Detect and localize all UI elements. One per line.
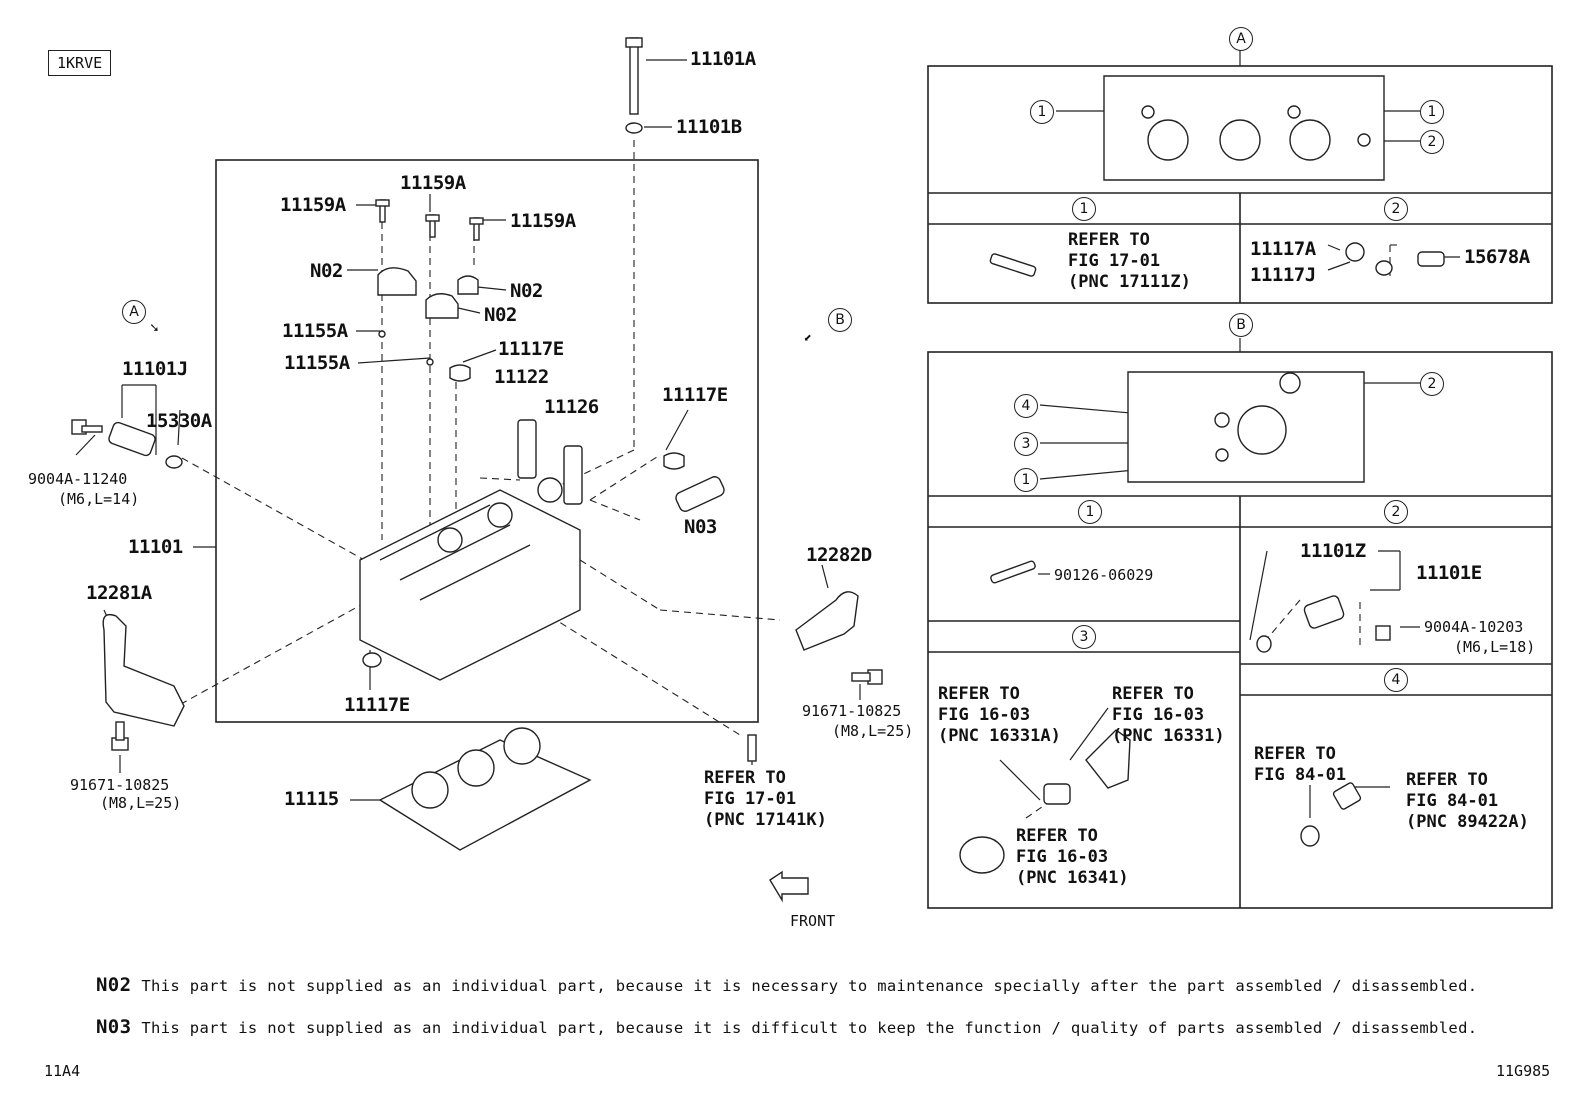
label-n02-mid: N02: [484, 304, 517, 326]
label-n02-left: N02: [310, 260, 343, 282]
front-label: FRONT: [790, 912, 836, 930]
detail-b-marker: B: [1229, 313, 1253, 337]
detail-b-callout-2: 2: [1420, 372, 1444, 396]
detail-a-callout-2: 2: [1420, 130, 1444, 154]
label-15330a: 15330A: [146, 410, 212, 432]
ref-fig-84-01: REFER TO FIG 84-01: [1254, 744, 1347, 785]
detail-a-callout-1-right: 1: [1420, 100, 1444, 124]
detail-a-cell1-number: 1: [1072, 197, 1096, 221]
detail-b-cell2-number: 2: [1384, 500, 1408, 524]
label-11101b: 11101B: [676, 116, 742, 138]
ref-pnc-16341: REFER TO FIG 16-03 (PNC 16341): [1016, 826, 1129, 888]
view-marker-a: A: [122, 300, 146, 324]
detail-a-marker: A: [1229, 27, 1253, 51]
label-11117e-right: 11117E: [662, 384, 728, 406]
label-90126-06029: 90126-06029: [1054, 566, 1154, 584]
label-11126: 11126: [544, 396, 599, 418]
note-n02: N02 This part is not supplied as an indiv…: [96, 974, 1477, 996]
note-n02-text: This part is not supplied as an individu…: [141, 977, 1478, 995]
engine-code-box: 1KRVE: [48, 50, 112, 76]
label-11159a-right: 11159A: [510, 210, 576, 232]
label-91671-10825-right: 91671-10825: [802, 702, 902, 720]
footer-right-code: 11G985: [1496, 1062, 1551, 1080]
detail-b-callout-1: 1: [1014, 468, 1038, 492]
label-n02-right: N02: [510, 280, 543, 302]
label-11155a-top: 11155A: [282, 320, 348, 342]
view-marker-b: B: [828, 308, 852, 332]
detail-a-cell2-number: 2: [1384, 197, 1408, 221]
label-n03: N03: [684, 516, 717, 538]
note-n03-code: N03: [96, 1016, 132, 1038]
label-91671-10825-left-spec: (M8,L=25): [100, 794, 182, 812]
label-11115: 11115: [284, 788, 339, 810]
detail-b-cell4-number: 4: [1384, 668, 1408, 692]
ref-pnc-16331: REFER TO FIG 16-03 (PNC 16331): [1112, 684, 1225, 746]
detail-b-cell3-number: 3: [1072, 625, 1096, 649]
ref-pnc-17111z: REFER TO FIG 17-01 (PNC 17111Z): [1068, 230, 1191, 292]
detail-b-callout-3: 3: [1014, 432, 1038, 456]
detail-a-callout-1-left: 1: [1030, 100, 1054, 124]
ref-pnc-17141k: REFER TO FIG 17-01 (PNC 17141K): [704, 768, 827, 830]
label-11101j: 11101J: [122, 358, 188, 380]
ref-pnc-16331a: REFER TO FIG 16-03 (PNC 16331A): [938, 684, 1061, 746]
ref-pnc-89422a: REFER TO FIG 84-01 (PNC 89422A): [1406, 770, 1529, 832]
label-11117j: 11117J: [1250, 264, 1316, 286]
cylinder-head: [359, 489, 581, 681]
label-9004a-11240: 9004A-11240: [28, 470, 128, 488]
label-11101z: 11101Z: [1300, 540, 1366, 562]
label-11117e-bottom: 11117E: [344, 694, 410, 716]
engine-code: 1KRVE: [57, 54, 103, 72]
label-9004a-10203-spec: (M6,L=18): [1454, 638, 1536, 656]
label-11101a: 11101A: [690, 48, 756, 70]
label-12282d: 12282D: [806, 544, 872, 566]
label-9004a-11240-spec: (M6,L=14): [58, 490, 140, 508]
note-n02-code: N02: [96, 974, 132, 996]
view-arrow-a-icon: ➘: [150, 320, 159, 336]
note-n03-text: This part is not supplied as an individu…: [141, 1019, 1478, 1037]
label-91671-10825-left: 91671-10825: [70, 776, 170, 794]
label-11159a-left: 11159A: [280, 194, 346, 216]
label-11155a-bottom: 11155A: [284, 352, 350, 374]
detail-b-cell1-number: 1: [1078, 500, 1102, 524]
label-11101e: 11101E: [1416, 562, 1482, 584]
label-15678a: 15678A: [1464, 246, 1530, 268]
label-11159a-top: 11159A: [400, 172, 466, 194]
main-assembly-frame: [215, 159, 759, 723]
label-11101: 11101: [128, 536, 183, 558]
label-12281a: 12281A: [86, 582, 152, 604]
label-9004a-10203: 9004A-10203: [1424, 618, 1524, 636]
footer-left-code: 11A4: [44, 1062, 81, 1080]
label-11117e-top: 11117E: [498, 338, 564, 360]
note-n03: N03 This part is not supplied as an indiv…: [96, 1016, 1477, 1038]
label-11117a: 11117A: [1250, 238, 1316, 260]
view-arrow-b-icon: ⬋: [804, 330, 813, 346]
detail-b-callout-4: 4: [1014, 394, 1038, 418]
label-11122: 11122: [494, 366, 549, 388]
label-91671-10825-right-spec: (M8,L=25): [832, 722, 914, 740]
